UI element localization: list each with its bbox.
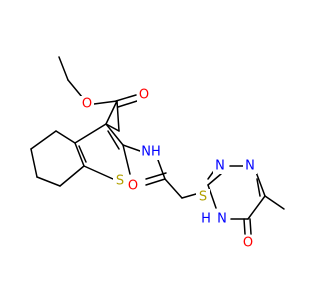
bond: [145, 178, 166, 186]
thiophene-sulfur-label: S: [116, 174, 124, 189]
thioether-sulfur-label: S: [199, 190, 207, 205]
bond: [59, 165, 85, 187]
bond: [74, 142, 85, 167]
molecule-structure-diagram: O O S NH O S N N N H O: [30, 56, 285, 251]
bond: [67, 79, 83, 98]
triazine-n1-label: N: [215, 159, 225, 174]
bond: [36, 176, 61, 187]
bond: [207, 184, 217, 209]
bond: [256, 178, 261, 197]
bond-lines: [30, 56, 285, 235]
bond: [255, 171, 266, 197]
bond: [74, 123, 107, 144]
bond: [55, 130, 76, 144]
bond: [243, 218, 246, 235]
amide-oxygen-label: O: [128, 179, 138, 194]
bond: [83, 165, 114, 180]
bond: [58, 56, 69, 81]
bond: [115, 94, 137, 102]
bond: [122, 144, 131, 175]
triazine-nh-label: N: [217, 212, 227, 227]
bond: [117, 100, 138, 108]
bond: [247, 195, 266, 220]
ester-oxygen-label: O: [82, 97, 92, 112]
bond: [207, 173, 222, 186]
bond: [93, 100, 118, 105]
triazinone-oxygen-label: O: [243, 236, 253, 251]
triazine-n2-label: N: [245, 159, 255, 174]
bond: [116, 100, 120, 132]
bond: [145, 172, 167, 180]
bond: [164, 178, 183, 199]
bond: [105, 123, 120, 132]
bond: [264, 195, 285, 210]
triazine-hydrogen-label: H: [201, 212, 211, 227]
bond: [105, 100, 118, 125]
bond: [30, 148, 38, 178]
bond: [30, 130, 57, 150]
bond: [107, 130, 120, 150]
atom-labels: O O S NH O S N N N H O: [80, 87, 257, 251]
bond: [122, 144, 141, 152]
ester-carbonyl-oxygen-label: O: [139, 88, 149, 103]
bond: [105, 123, 124, 146]
bond: [181, 193, 197, 199]
amide-nitrogen-label: NH: [141, 145, 161, 160]
bond: [78, 145, 87, 163]
bond: [249, 218, 252, 235]
bond: [157, 159, 166, 180]
